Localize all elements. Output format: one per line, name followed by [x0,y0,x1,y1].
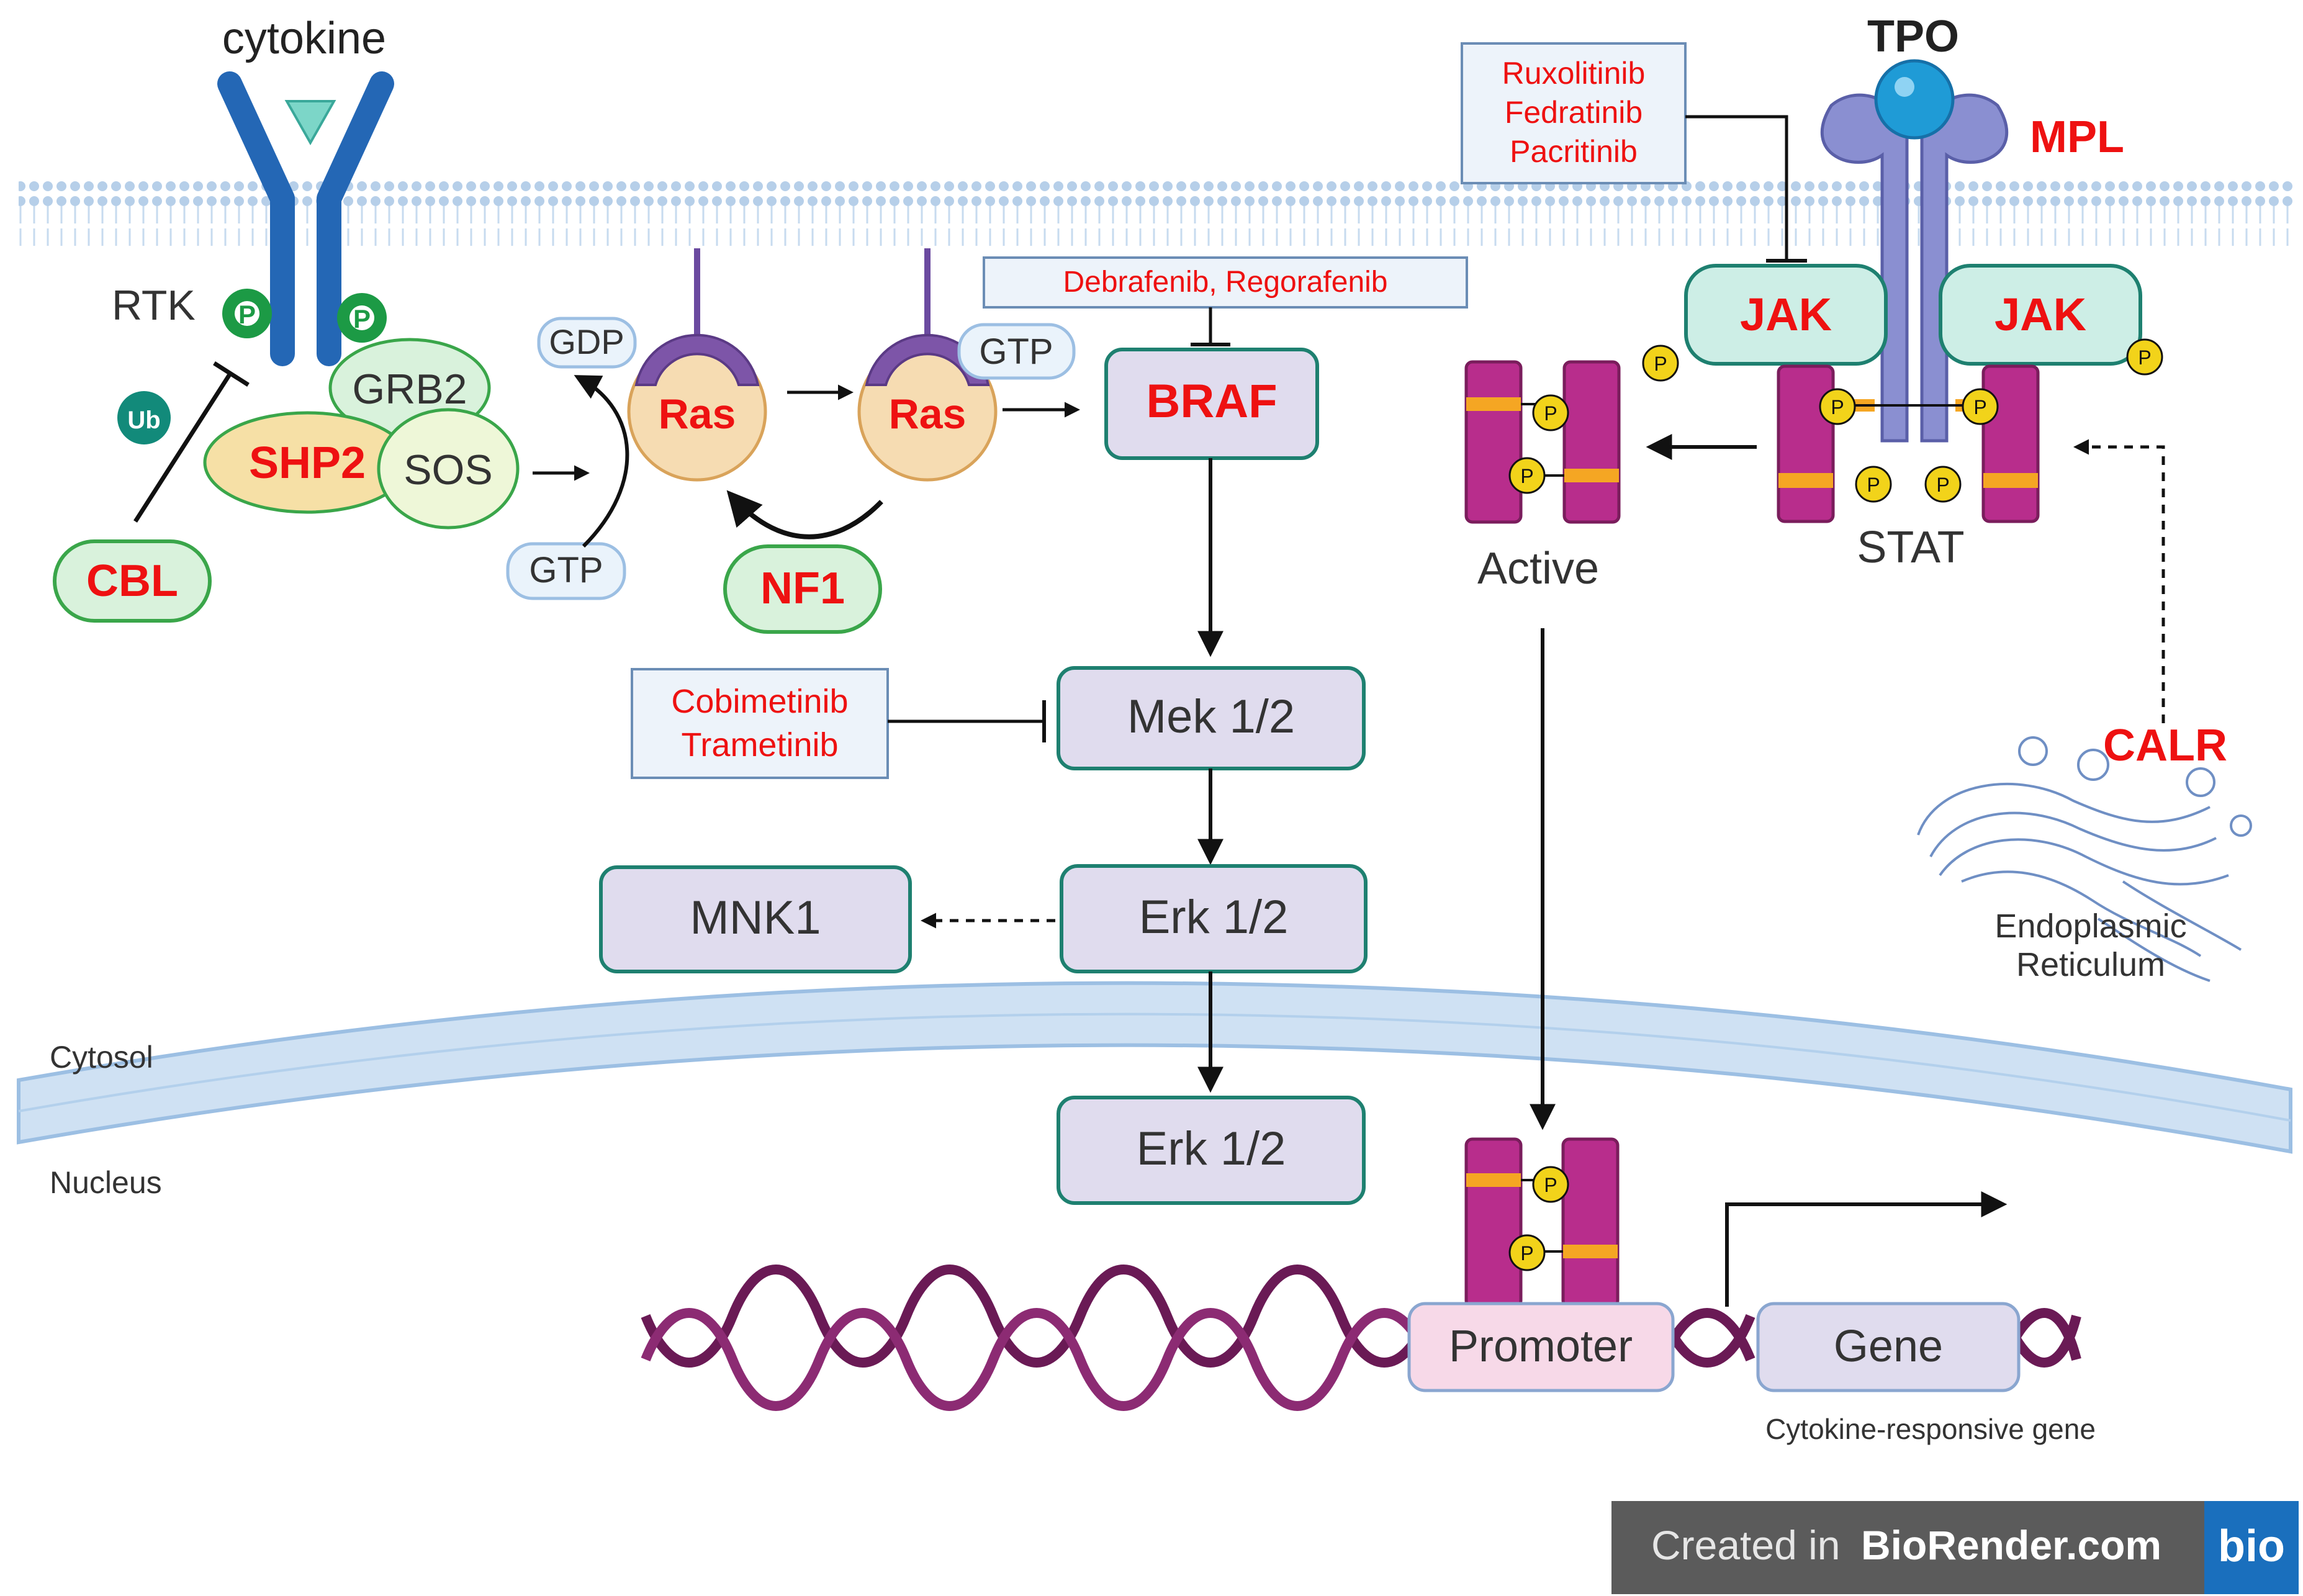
svg-text:BioRender.com: BioRender.com [1861,1522,2161,1568]
er-label-line1: Endoplasmic [1994,908,2186,945]
svg-text:P: P [1520,1242,1533,1265]
stat-receptor-dimer: P P P P [1777,364,2040,523]
nucleus-label: Nucleus [50,1165,162,1200]
svg-text:GRB2: GRB2 [352,366,467,413]
svg-text:Erk 1/2: Erk 1/2 [1139,891,1289,944]
ras-gtp-node: Ras [857,248,998,482]
stat-nuclear-dimer: P P [1464,1137,1620,1309]
cytosol-label: Cytosol [50,1040,153,1075]
svg-text:Erk 1/2: Erk 1/2 [1137,1122,1286,1175]
tpo-label: TPO [1867,12,1959,61]
sos-node: SOS [377,408,520,530]
svg-text:Fedratinib: Fedratinib [1505,95,1643,130]
gtp-label-left: GTP [506,542,626,600]
gdp-label: GDP [537,317,637,369]
plasma-membrane [19,181,2294,246]
cbl-node: CBL [53,539,212,623]
jak-right-node: JAK [1939,264,2142,366]
svg-text:Mek 1/2: Mek 1/2 [1127,690,1295,743]
svg-text:GTP: GTP [979,331,1053,372]
promoter-node: Promoter [1407,1302,1675,1392]
phospho-1-icon: P [222,289,272,338]
svg-text:GTP: GTP [529,550,603,590]
svg-text:GDP: GDP [549,322,624,361]
jak-inhibition-line [1685,115,1788,261]
nf1-node: NF1 [723,544,882,634]
svg-text:MNK1: MNK1 [690,891,821,944]
gene-node: Gene [1756,1302,2021,1392]
svg-text:Trametinib: Trametinib [681,726,838,764]
free-phospho-icon: P [1642,345,1679,382]
svg-text:Gene: Gene [1834,1322,1943,1371]
svg-text:CBL: CBL [86,556,178,606]
svg-text:Promoter: Promoter [1449,1322,1633,1371]
svg-text:Ras: Ras [889,390,967,438]
jak-left-node: JAK [1684,264,1888,366]
nuclear-membrane [17,981,2292,1154]
stat-label: STAT [1857,523,1964,572]
mpl-receptor [1820,59,2009,443]
ubiquitin-icon: Ub [117,391,171,444]
cytokine-ligand-icon [284,100,336,146]
svg-text:P: P [2138,346,2151,369]
er-label-line2: Reticulum [2016,946,2165,983]
nf1-gap-arrow [726,490,883,539]
gene-caption: Cytokine-responsive gene [1765,1413,2096,1445]
svg-text:P: P [1936,474,1949,496]
svg-text:P: P [1544,402,1557,425]
biorender-logo-icon [2204,1501,2299,1594]
svg-text:P: P [238,300,256,329]
svg-text:P: P [353,304,371,333]
transcription-start-arrow [1725,1191,2008,1307]
erk-cytosol-node: Erk 1/2 [1060,864,1368,973]
svg-text:BRAF: BRAF [1146,375,1277,428]
endoplasmic-reticulum-icon [1917,736,2252,982]
svg-text:SHP2: SHP2 [249,438,366,488]
svg-text:P: P [1831,396,1844,418]
braf-node: BRAF [1104,348,1319,460]
jak-phospho-icon: P [2126,338,2163,376]
dna-helix [641,1265,2081,1411]
cytokine-label: cytokine [222,14,386,63]
svg-text:bio: bio [2218,1522,2285,1571]
mek-node: Mek 1/2 [1057,666,1366,770]
tpo-ligand-icon [1874,59,1955,140]
ras-gdp-node: Ras [627,248,767,482]
svg-text:P: P [1867,474,1880,496]
mek-inhibitor-box: Cobimetinib Trametinib [631,668,889,779]
gtp-gdp-exchange-arrow [574,375,629,548]
cbl-inhibition-line [133,371,233,523]
svg-text:SOS: SOS [403,446,493,494]
active-label: Active [1477,544,1599,593]
svg-text:JAK: JAK [1994,289,2086,340]
svg-text:Ras: Ras [659,390,736,438]
svg-text:Ub: Ub [127,407,160,434]
svg-text:P: P [1520,465,1533,487]
calr-label: CALR [2103,721,2227,770]
mnk1-node: MNK1 [599,865,912,973]
svg-text:P: P [1544,1174,1557,1196]
stat-active-dimer: P P [1464,360,1621,524]
svg-text:Cobimetinib: Cobimetinib [671,683,848,720]
phospho-2-icon: P [337,293,387,343]
svg-text:Debrafenib, Regorafenib: Debrafenib, Regorafenib [1063,266,1387,299]
svg-text:NF1: NF1 [760,564,845,613]
rtk-receptor: cytokine RTK P P [112,14,394,366]
svg-text:Created in: Created in [1651,1522,1841,1568]
jak-inhibitor-box: Ruxolitinib Fedratinib Pacritinib [1461,42,1687,184]
svg-text:P: P [1654,353,1667,375]
calr-to-mpl-arrow [2073,439,2165,723]
svg-text:Ruxolitinib: Ruxolitinib [1502,56,1646,91]
erk-nucleus-node: Erk 1/2 [1057,1096,1366,1205]
svg-text:JAK: JAK [1740,289,1832,340]
biorender-badge[interactable]: Created in BioRender.com bio [1611,1501,2299,1594]
svg-text:Pacritinib: Pacritinib [1510,134,1638,169]
svg-text:P: P [1973,396,1986,418]
rtk-label: RTK [112,282,196,329]
gtp-label-right: GTP [957,323,1076,380]
braf-inhibitor-box: Debrafenib, Regorafenib [983,256,1468,309]
shp2-node: SHP2 [203,411,412,514]
mpl-label: MPL [2030,112,2124,162]
